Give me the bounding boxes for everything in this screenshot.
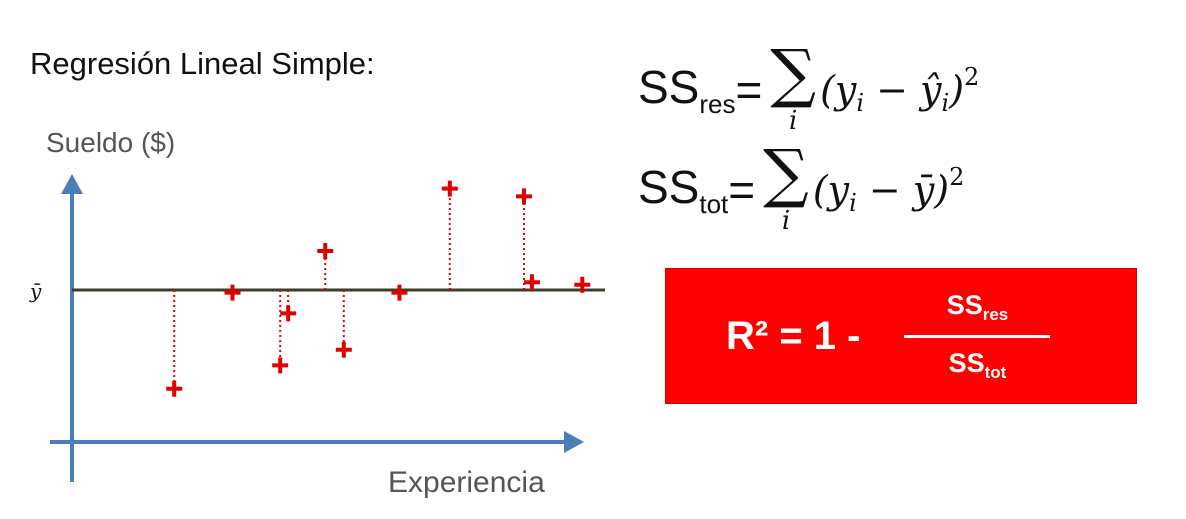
- ss-tot-equals: =: [728, 163, 756, 216]
- ss-tot-body: (yi − ȳ)2: [812, 162, 965, 217]
- ss-res-sub: res: [699, 88, 736, 119]
- sigma-icon: ∑: [770, 37, 817, 111]
- fraction-denominator: SStot: [948, 347, 1007, 382]
- data-point: [523, 274, 540, 291]
- data-point: [391, 284, 408, 301]
- sum-index: i: [789, 105, 798, 136]
- data-point: [224, 284, 241, 301]
- data-point: [574, 276, 591, 293]
- residuals-chart: Sueldo ($) Experiencia ȳ: [29, 127, 605, 499]
- page-title: Regresión Lineal Simple:: [30, 46, 375, 81]
- ss-tot-sub: tot: [699, 188, 729, 219]
- data-point: [441, 180, 458, 197]
- x-axis-arrow-icon: [564, 431, 584, 453]
- ss-res-formula: SSres = ∑ i (yi − ŷi)2: [638, 37, 980, 136]
- fraction-bar: [904, 334, 1051, 338]
- y-axis-arrow-icon: [61, 174, 83, 194]
- ss-tot-label: SS: [638, 160, 700, 213]
- ss-res-equals: =: [735, 63, 763, 116]
- mean-label: ȳ: [29, 279, 42, 303]
- r-squared-box: R² = 1 - SSres SStot: [665, 268, 1137, 404]
- ss-tot-sum: ∑ i: [763, 137, 809, 236]
- sigma-icon: ∑: [763, 137, 809, 211]
- r-squared-fraction: SSres SStot: [904, 289, 1051, 383]
- y-axis-label: Sueldo ($): [46, 127, 175, 158]
- data-point: [280, 305, 297, 322]
- ss-res-sum: ∑ i: [770, 37, 817, 136]
- data-point: [166, 380, 183, 397]
- ss-tot-formula: SStot = ∑ i (yi − ȳ)2: [638, 137, 965, 236]
- x-axis-label: Experiencia: [388, 466, 545, 499]
- data-point: [272, 357, 289, 374]
- data-point: [317, 243, 334, 259]
- data-point: [516, 188, 532, 205]
- data-point: [335, 341, 352, 358]
- fraction-numerator: SSres: [946, 289, 1009, 324]
- r-squared-lhs: R² = 1 -: [726, 313, 861, 358]
- ss-res-body: (yi − ŷi)2: [820, 62, 980, 117]
- sum-index: i: [781, 205, 791, 236]
- ss-res-label: SS: [638, 60, 700, 113]
